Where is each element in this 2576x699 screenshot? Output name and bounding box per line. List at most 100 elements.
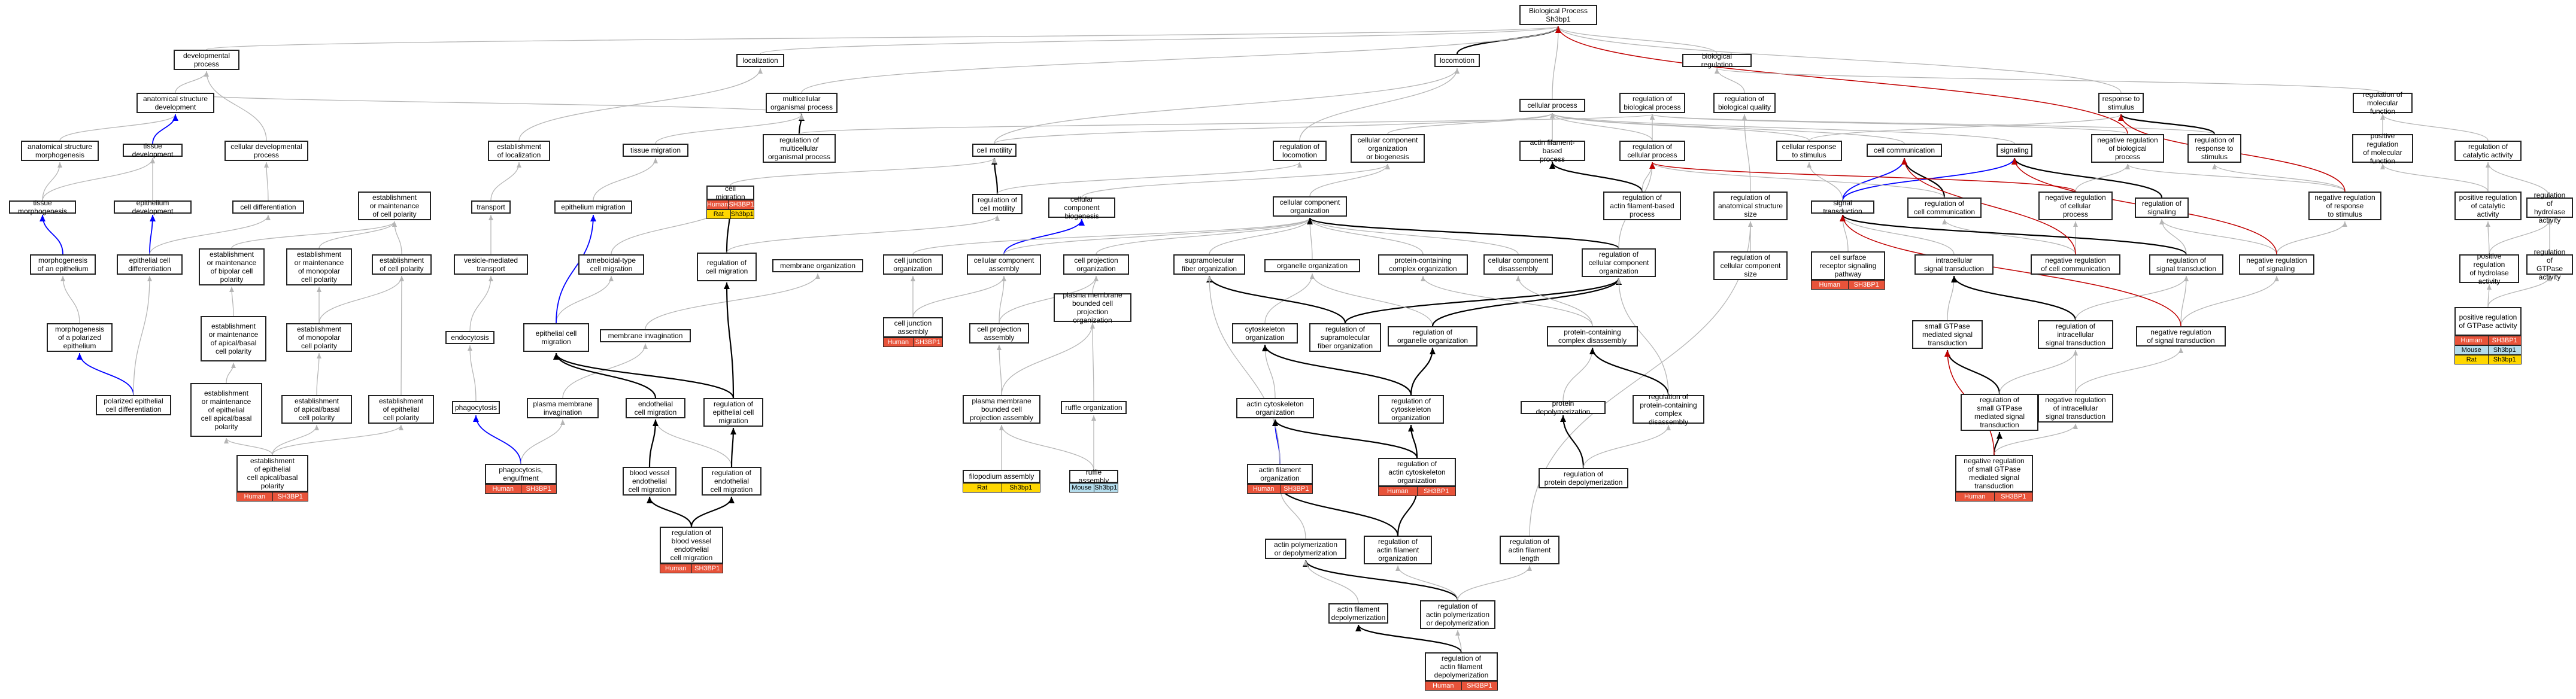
go-term-ecd[interactable]: epithelial cell differentiation [117,254,183,275]
go-term-rst[interactable]: regulation of signal transduction [2149,254,2223,275]
go-term-rapod[interactable]: regulation of actin polymerization or de… [1420,600,1495,629]
go-term-rrts[interactable]: regulation of response to stimulus [2187,134,2241,163]
go-term-cja[interactable]: cell junction assembly [883,317,943,338]
go-term-eacp[interactable]: establishment of monopolar cell polarity [286,323,352,352]
go-term-rsig[interactable]: regulation of signaling [2135,197,2189,218]
go-term-rha[interactable]: regulation of hydrolase activity [2526,191,2573,224]
go-term-asd[interactable]: anatomical structure development [136,93,214,113]
go-term-rist[interactable]: regulation of intracellular signal trans… [2038,320,2113,349]
go-term-dev[interactable]: developmental process [174,50,239,70]
go-term-rpccd[interactable]: regulation of protein-containing complex… [1633,393,1704,426]
go-term-ped[interactable]: polarized epithelial cell differentiatio… [96,395,171,415]
go-term-cdiff[interactable]: cell differentiation [232,200,304,214]
go-term-nrsgtp[interactable]: negative regulation of small GTPase medi… [1955,455,2033,492]
go-term-rsgtp[interactable]: regulation of small GTPase mediated sign… [1961,394,2038,431]
go-term-rmf[interactable]: regulation of molecular function [2353,90,2413,116]
go-term-oo[interactable]: organelle organization [1264,259,1360,272]
go-term-ccd[interactable]: cellular component disassembly [1483,254,1553,275]
go-term-eecp[interactable]: establishment of epithelial cell polarit… [368,395,434,424]
go-term-cp[interactable]: cellular process [1519,99,1585,112]
go-term-pcco[interactable]: protein-containing complex organization [1378,254,1468,275]
go-term-eloc[interactable]: establishment of localization [488,141,550,161]
go-term-loc[interactable]: localization [736,54,784,67]
go-term-rbp[interactable]: regulation of biological process [1619,93,1685,113]
go-term-rafo[interactable]: regulation of actin filament organizatio… [1364,536,1432,564]
go-term-rcc[interactable]: regulation of cell communication [1907,197,1982,218]
go-term-nrist[interactable]: negative regulation of intracellular sig… [2038,394,2113,423]
go-term-rass[interactable]: regulation of anatomical structure size [1713,192,1788,220]
go-term-aco[interactable]: actin cytoskeleton organization [1236,398,1314,418]
go-term-cm[interactable]: cell migration [706,184,754,201]
go-term-emmcp[interactable]: establishment or maintenance of monopola… [286,248,352,285]
go-term-afd[interactable]: actin filament depolymerization [1328,603,1388,624]
go-term-rcp[interactable]: regulation of cellular process [1619,141,1685,161]
go-term-rsfo[interactable]: regulation of supramolecular fiber organ… [1309,323,1381,352]
go-term-roo[interactable]: regulation of organelle organization [1388,326,1477,347]
go-term-nrcp[interactable]: negative regulation of cellular process [2038,192,2113,220]
go-term-nrcc[interactable]: negative regulation of cell communicatio… [2031,254,2120,275]
go-term-ccob[interactable]: cellular component organization or bioge… [1351,134,1425,163]
go-term-ra[interactable]: ruffle assembly [1069,468,1118,485]
go-term-sig[interactable]: signaling [1997,144,2032,157]
go-term-crs[interactable]: cellular response to stimulus [1776,141,1842,161]
go-term-recm[interactable]: regulation of epithelial cell migration [703,398,763,427]
go-term-afbp[interactable]: actin filament-based process [1519,138,1585,163]
go-term-prha[interactable]: positive regulation of hydrolase activit… [2459,252,2519,285]
go-term-asm[interactable]: anatomical structure morphogenesis [21,141,99,161]
go-term-ro[interactable]: ruffle organization [1061,401,1127,414]
go-term-rcso[interactable]: regulation of cytoskeleton organization [1378,395,1444,424]
go-term-rafl[interactable]: regulation of actin filament length [1500,536,1559,564]
go-term-prca[interactable]: positive regulation of catalytic activit… [2454,192,2522,220]
go-term-afo[interactable]: actin filament organization [1247,464,1313,484]
go-term-vmt[interactable]: vesicle-mediated transport [454,254,528,275]
go-term-tmorph[interactable]: tissue morphogenesis [9,199,76,215]
go-term-csrsp[interactable]: cell surface receptor signaling pathway [1811,251,1885,280]
go-term-pmbcpa[interactable]: plasma membrane bounded cell projection … [963,395,1040,424]
go-term-rts[interactable]: response to stimulus [2098,93,2144,113]
go-term-pcca[interactable]: protein-containing complex disassembly [1547,326,1638,347]
go-term-ccasm[interactable]: cellular component assembly [967,254,1041,275]
go-term-emcp[interactable]: establishment or maintenance of cell pol… [358,192,431,220]
go-term-cdp[interactable]: cellular developmental process [224,141,308,161]
go-term-emcpbp[interactable]: establishment or maintenance of bipolar … [199,248,265,285]
go-term-bvecm[interactable]: blood vessel endothelial cell migration [623,467,676,496]
go-term-rafd[interactable]: regulation of actin filament depolymeriz… [1425,652,1498,681]
go-term-apod[interactable]: actin polymerization or depolymerization [1265,539,1346,559]
go-term-st[interactable]: signal transduction [1811,199,1874,215]
go-term-cpo[interactable]: cell projection organization [1063,254,1129,275]
go-term-moe[interactable]: morphogenesis of an epithelium [30,254,96,275]
go-term-mi[interactable]: membrane invagination [600,329,691,342]
go-term-eabcp[interactable]: establishment of apical/basal cell polar… [281,395,352,424]
go-term-rccs[interactable]: regulation of cellular component size [1713,251,1788,280]
go-term-cpa[interactable]: cell projection assembly [969,323,1029,344]
go-term-nrst[interactable]: negative regulation of signal transducti… [2136,326,2226,347]
go-term-cc[interactable]: cell communication [1867,144,1942,157]
go-term-ccbiog[interactable]: cellular component biogenesis [1048,195,1115,220]
go-term-atcm[interactable]: ameboidal-type cell migration [578,254,644,275]
go-term-em[interactable]: epithelium migration [554,200,632,214]
go-term-pd[interactable]: protein depolymerization [1521,399,1606,416]
go-term-rafbp[interactable]: regulation of actin filament-based proce… [1603,192,1681,220]
go-term-tm[interactable]: tissue migration [623,144,688,157]
go-term-mo[interactable]: membrane organization [772,259,863,272]
go-term-ist[interactable]: intracellular signal transduction [1914,254,1994,275]
go-term-pgtp[interactable]: positive regulation of GTPase activity [2454,307,2522,336]
go-term-mpe[interactable]: morphogenesis of a polarized epithelium [47,323,113,352]
go-term-rpd[interactable]: regulation of protein depolymerization [1539,468,1628,488]
go-term-endocytosis[interactable]: endocytosis [445,331,494,344]
go-term-sfo[interactable]: supramolecular fiber organization [1173,254,1245,275]
go-term-cso[interactable]: cytoskeleton organization [1232,323,1298,344]
go-term-rbvecm[interactable]: regulation of blood vessel endothelial c… [660,527,723,564]
go-term-cjo[interactable]: cell junction organization [883,254,943,275]
go-term-rbq[interactable]: regulation of biological quality [1713,93,1776,113]
go-term-transport[interactable]: transport [471,200,511,214]
go-term-pmi[interactable]: plasma membrane invagination [527,398,599,418]
go-term-nrrts[interactable]: negative regulation of response to stimu… [2308,192,2381,220]
go-term-ecp[interactable]: establishment of cell polarity [372,254,432,275]
go-term-emabcp[interactable]: establishment or maintenance of apical/b… [201,316,266,361]
go-term-fa[interactable]: filopodium assembly [963,470,1040,483]
go-term-mop[interactable]: multicellular organismal process [766,93,838,113]
go-term-rgtpase[interactable]: regulation of GTPase activity [2526,248,2573,281]
go-term-raco[interactable]: regulation of actin cytoskeleton organiz… [1378,458,1456,487]
go-term-eeacp[interactable]: establishment of epithelial cell apical/… [236,455,308,492]
